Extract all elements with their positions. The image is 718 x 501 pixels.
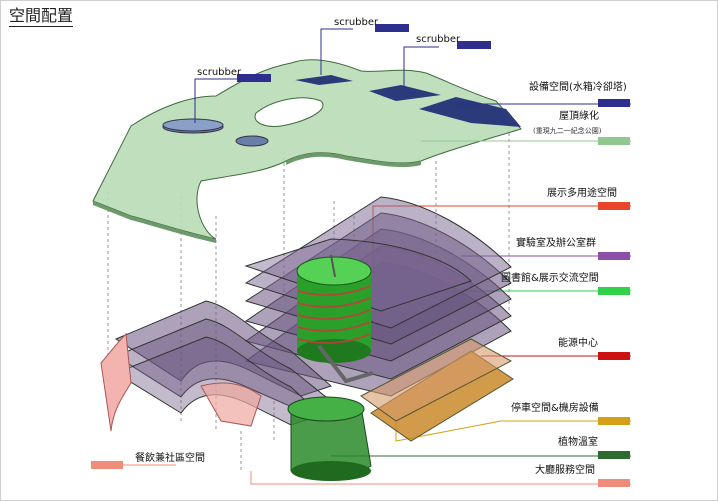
page-title: 空間配置 [9, 6, 74, 27]
legend-swatch-lobby [598, 479, 630, 487]
legend-swatch-parking [598, 417, 630, 425]
legend-label-library: 圖書館&展示交流空間 [501, 273, 599, 284]
parking-slab [360, 338, 514, 442]
legend-label-lab: 實驗室及辦公室群 [516, 238, 596, 249]
scrubber-bar-3 [457, 41, 491, 49]
scrubber-label-1: scrubber [197, 67, 242, 78]
scrubber-bar-2 [375, 24, 409, 32]
legend-swatch-dining [91, 461, 123, 469]
legend-label-energy: 能源中心 [558, 338, 598, 349]
legend-sublabel-roof: (重現九二一紀念公園) [533, 127, 602, 135]
greenhouse-cylinder [287, 396, 372, 481]
legend-label-lobby: 大廳服務空間 [535, 465, 595, 476]
legend-label-roof: 屋頂綠化 [559, 111, 599, 122]
legend-swatch-exhibit [598, 202, 630, 210]
legend-swatch-lab [598, 252, 630, 260]
dining-slabs [100, 300, 333, 432]
roof-garden-slab [92, 59, 522, 243]
legend-swatch-energy [598, 352, 630, 360]
legend-label-parking: 停車空間&機房設備 [511, 403, 599, 414]
legend-swatch-greenhouse [598, 451, 630, 459]
legend-swatch-roof [598, 137, 630, 145]
library-cylinder [296, 254, 374, 384]
scrubber-label-3: scrubber [416, 34, 461, 45]
legend-label-exhibit: 展示多用途空間 [547, 188, 617, 199]
legend-label-equipment: 設備空間(水箱冷卻塔) [529, 82, 627, 93]
legend-label-dining: 餐飲兼社區空間 [135, 453, 205, 464]
scrubber-label-2: scrubber [334, 17, 379, 28]
legend-label-greenhouse: 植物溫室 [558, 437, 598, 448]
legend-swatch-equipment [598, 99, 630, 107]
scrubber-bar-1 [237, 74, 271, 82]
legend-swatch-library [598, 287, 630, 295]
